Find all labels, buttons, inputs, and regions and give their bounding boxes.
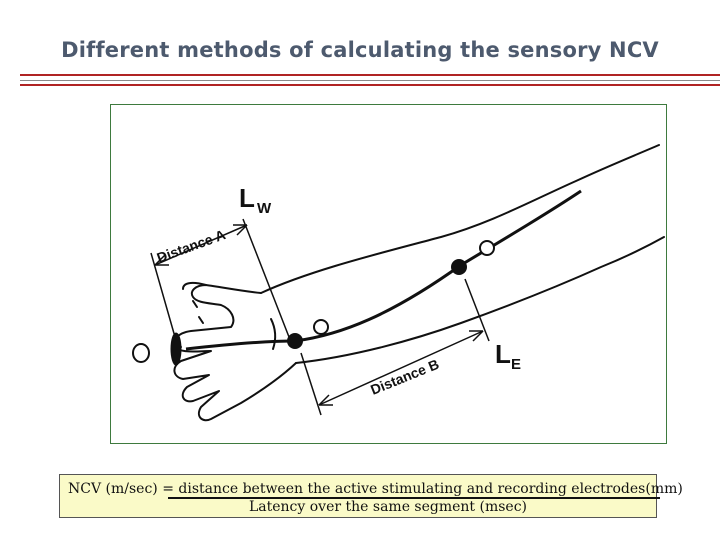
distance-a-label: Distance A [155, 226, 228, 266]
nerve-line [185, 189, 582, 351]
arm-diagram-frame: L W L E Distance A Distance B [110, 104, 667, 444]
distance-b-label: Distance B [368, 356, 441, 398]
slide-title: Different methods of calculating the sen… [61, 38, 659, 62]
elbow-electrode-active [451, 259, 467, 275]
hand-outline [173, 284, 297, 422]
elbow-electrode-reference [479, 240, 495, 256]
distance-a-dimension [150, 218, 290, 338]
ncv-formula: NCV (m/sec) = distance between the activ… [59, 474, 683, 518]
title-rule-red-top [20, 74, 720, 76]
knuckle-marks [176, 300, 204, 348]
wrist-crease [270, 318, 277, 350]
wrist-electrode-active [287, 333, 303, 349]
thumb-outline [182, 281, 207, 290]
arm-diagram: L W L E Distance A Distance B [132, 144, 665, 422]
arm-upper-outline [260, 144, 660, 294]
latency-elbow-subscript: E [511, 356, 521, 373]
latency-wrist-label: L [239, 183, 255, 213]
wrist-electrode-reference [313, 319, 329, 335]
arm-lower-outline [295, 236, 665, 364]
title-rule-gray [20, 80, 720, 81]
formula-denominator: Latency over the same segment (msec) [248, 499, 528, 515]
formula-fraction-bar [168, 497, 660, 499]
latency-wrist-subscript: W [257, 200, 272, 217]
distance-b-dimension [300, 278, 490, 416]
title-rule-red-bottom [20, 84, 720, 86]
latency-elbow-label: L [495, 339, 511, 369]
formula-numerator: NCV (m/sec) = distance between the activ… [68, 481, 683, 497]
ring-electrodes [132, 332, 182, 366]
